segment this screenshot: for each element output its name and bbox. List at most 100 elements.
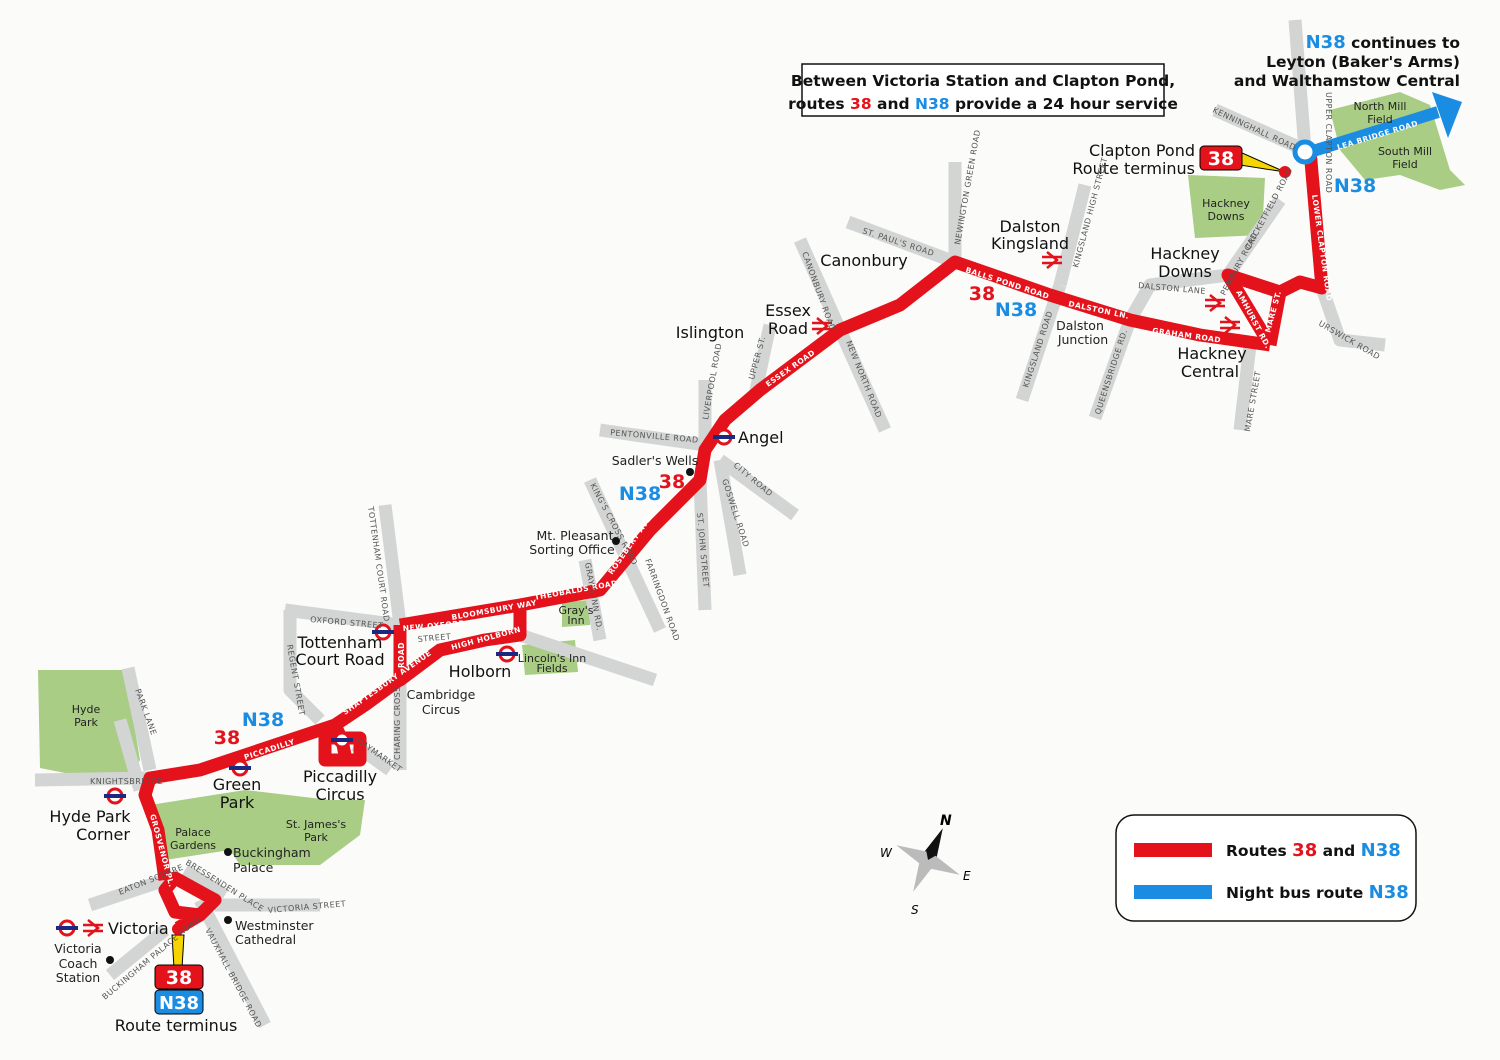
- badge-n38: [154, 989, 204, 1015]
- compass-n: N: [940, 813, 952, 829]
- landmark-dot: [224, 848, 232, 856]
- rail-icon-dalston-kingsland[interactable]: [1042, 251, 1062, 269]
- place-label-victoria: Victoria: [108, 919, 169, 938]
- place-label-canonbury: Canonbury: [820, 251, 907, 270]
- place-label-coach3: Station: [56, 970, 100, 985]
- place-label-dk2: Kingsland: [991, 234, 1069, 253]
- road-label-road: ROAD: [397, 642, 406, 668]
- route-38-line: [138, 149, 1329, 934]
- route-number-r38: 38: [214, 727, 240, 749]
- victoria-terminus-label: Route terminus: [115, 1016, 238, 1035]
- park-hackney-downs: [1188, 175, 1265, 238]
- continues-line1: N38 continues to: [1306, 32, 1460, 53]
- clapton-terminus[interactable]: 38 Clapton Pond Route terminus: [1072, 141, 1291, 178]
- arrow-icon: [1432, 92, 1462, 138]
- route-number-r38: 38: [659, 471, 685, 493]
- place-label-hd2: Downs: [1158, 262, 1212, 281]
- rail-icon-victoria[interactable]: [83, 919, 103, 937]
- place-label-sadlers: Sadler's Wells: [612, 453, 699, 468]
- n38-continues-note: N38 continues to Leyton (Baker's Arms) a…: [1234, 32, 1460, 90]
- road-label-upper_clapton: UPPER CLAPTON ROAD: [1324, 92, 1333, 193]
- place-label-angel: Angel: [738, 428, 784, 447]
- place-label-westminster2: Cathedral: [235, 932, 296, 947]
- street: [121, 666, 157, 772]
- street: [283, 610, 325, 725]
- landmark-dot: [106, 956, 114, 964]
- park-grays-inn: [562, 600, 590, 627]
- park-hyde-park: [38, 670, 140, 785]
- parks: [38, 92, 1465, 865]
- street: [1124, 268, 1229, 324]
- road-label-kingsland: KINGSLAND ROAD: [1021, 310, 1054, 389]
- place-label-hpc2: Corner: [76, 825, 130, 844]
- route-number-n38: N38: [619, 483, 661, 505]
- notice-line1: Between Victoria Station and Clapton Pon…: [791, 72, 1175, 90]
- place-label-tcr1: Tottenham: [297, 633, 383, 652]
- compass-w: W: [880, 846, 893, 860]
- street: [716, 454, 799, 521]
- continues-line2: Leyton (Baker's Arms): [1266, 53, 1460, 71]
- landmark-dot: [224, 916, 232, 924]
- tube-icon-victoria[interactable]: [56, 919, 78, 937]
- tube-icon-green-park[interactable]: [229, 759, 251, 777]
- park-label-palace1: Palace: [175, 826, 211, 839]
- place-label-hd1: Hackney: [1150, 244, 1219, 263]
- park-label-stj1: St. James's: [286, 818, 347, 831]
- clapton-roundabout[interactable]: [1292, 139, 1318, 165]
- badge-38: [154, 964, 204, 990]
- tube-icon-hyde-park-corner[interactable]: [104, 787, 126, 805]
- notice-line2: routes 38 and N38 provide a 24 hour serv…: [788, 95, 1178, 113]
- badge-38-label: 38: [166, 967, 192, 989]
- park-label-hdowns2: Downs: [1208, 210, 1245, 223]
- rail-icon-hackney-downs[interactable]: [1205, 294, 1225, 312]
- park-label-lincoln2: Fields: [536, 662, 567, 675]
- place-label-buckingham1: Buckingham: [233, 845, 311, 860]
- route-38-path: [138, 149, 1329, 934]
- street: [794, 237, 846, 333]
- street: [1053, 183, 1092, 287]
- place-label-islington: Islington: [676, 323, 744, 342]
- street: [87, 873, 168, 912]
- road-label-new_north: NEW NORTH ROAD: [844, 339, 883, 419]
- street: [748, 323, 777, 397]
- legend-routes-38-n38: Routes 38 and N38: [1226, 840, 1401, 861]
- road-label-essex: ESSEX ROAD: [764, 348, 817, 389]
- route-number-n38: N38: [242, 709, 284, 731]
- badge-38: [1199, 145, 1243, 171]
- road-label-knightsbridge: KNIGHTSBRIDGE: [90, 777, 163, 786]
- road-label-charing: CHARING CROSS: [393, 686, 402, 760]
- badge-n38-label: N38: [159, 993, 199, 1014]
- n38-path: [1308, 106, 1440, 158]
- street: [1315, 285, 1386, 352]
- street: [1088, 317, 1137, 421]
- tube-icon-tottenham-court-road[interactable]: [372, 623, 394, 641]
- street: [834, 327, 891, 433]
- place-label-pc2: Circus: [315, 785, 364, 804]
- landmark-dot: [686, 468, 694, 476]
- place-label-mtp1: Mt. Pleasant: [537, 528, 614, 543]
- place-label-hpc1: Hyde Park: [49, 807, 131, 826]
- place-label-tcr2: Court Road: [295, 650, 384, 669]
- street: [378, 504, 407, 626]
- place-label-dk1: Dalston: [999, 217, 1060, 236]
- place-label-holborn: Holborn: [449, 662, 512, 681]
- street: [1222, 196, 1286, 279]
- park-green-park: [150, 790, 365, 865]
- rail-icon-essex-road[interactable]: [812, 317, 832, 335]
- legend-red-swatch: [1134, 843, 1212, 857]
- rail-icon-hackney-central[interactable]: [1220, 316, 1240, 334]
- tube-icon-angel[interactable]: [713, 428, 735, 446]
- continues-line3: and Walthamstow Central: [1234, 72, 1460, 90]
- tube-icon-piccadilly-circus[interactable]: [331, 731, 353, 749]
- street: [713, 458, 747, 577]
- route-n38-extension: [1292, 92, 1462, 165]
- service-notice: Between Victoria Station and Clapton Pon…: [788, 63, 1178, 117]
- place-label-dj1: Dalston: [1056, 318, 1104, 333]
- tube-icon-holborn[interactable]: [496, 645, 518, 663]
- clapton-terminus-label: Route terminus: [1072, 159, 1195, 178]
- place-label-coach1: Victoria: [54, 941, 101, 956]
- terminus-dot: [1279, 166, 1291, 178]
- place-label-cc1: Cambridge: [407, 687, 476, 702]
- victoria-terminus[interactable]: 38 N38 Route terminus: [115, 923, 238, 1035]
- street: [1212, 104, 1308, 156]
